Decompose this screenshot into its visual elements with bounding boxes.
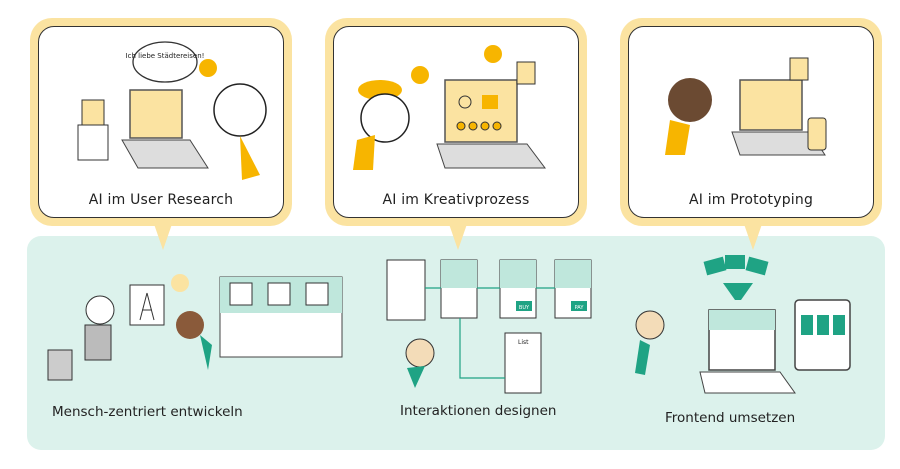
speech-tail: [449, 224, 467, 250]
user-research-illustration: Ich liebe Städtereisen!: [77, 41, 267, 180]
card-title: AI im User Research: [88, 192, 234, 208]
card-prototyping: AI im Prototyping: [620, 18, 882, 226]
speech-tail: [744, 224, 762, 250]
svg-text:List: List: [518, 339, 529, 346]
section-label: Interaktionen designen: [400, 403, 557, 419]
kreativprozess-illustration: [353, 45, 546, 170]
frontend-illustration: [635, 255, 851, 394]
card-title: AI im Prototyping: [688, 192, 814, 208]
svg-text:PAY: PAY: [575, 305, 585, 311]
section-label: Frontend umsetzen: [665, 410, 796, 426]
speech-tail: [154, 224, 172, 250]
interaktionen-illustration: BUY PAY List: [386, 259, 592, 394]
section-label: Mensch-zentriert entwickeln: [52, 404, 243, 420]
card-title: AI im Kreativprozess: [382, 192, 530, 208]
prototyping-illustration: [665, 57, 827, 156]
svg-text:BUY: BUY: [519, 305, 530, 311]
mensch-zentriert-illustration: [47, 274, 343, 381]
speech-text: Ich liebe Städtereisen!: [126, 52, 205, 60]
